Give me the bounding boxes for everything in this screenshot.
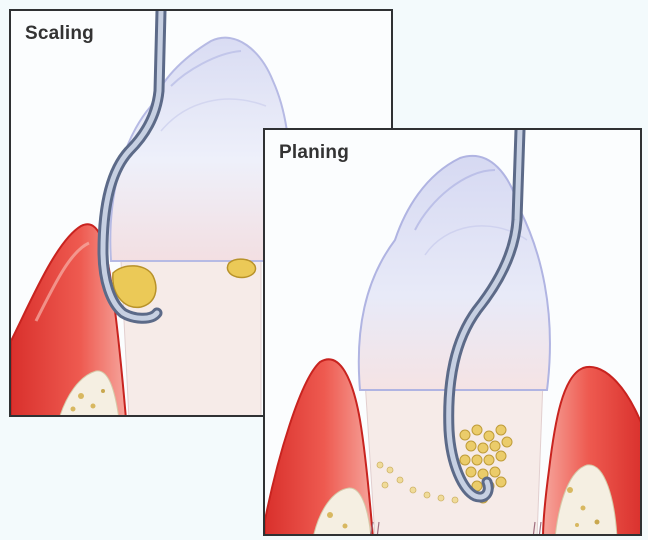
tartar-deposit — [227, 259, 255, 277]
planing-illustration — [265, 130, 642, 536]
planing-label: Planing — [279, 142, 349, 164]
scaling-label: Scaling — [25, 23, 94, 45]
planing-panel: Planing — [263, 128, 642, 536]
